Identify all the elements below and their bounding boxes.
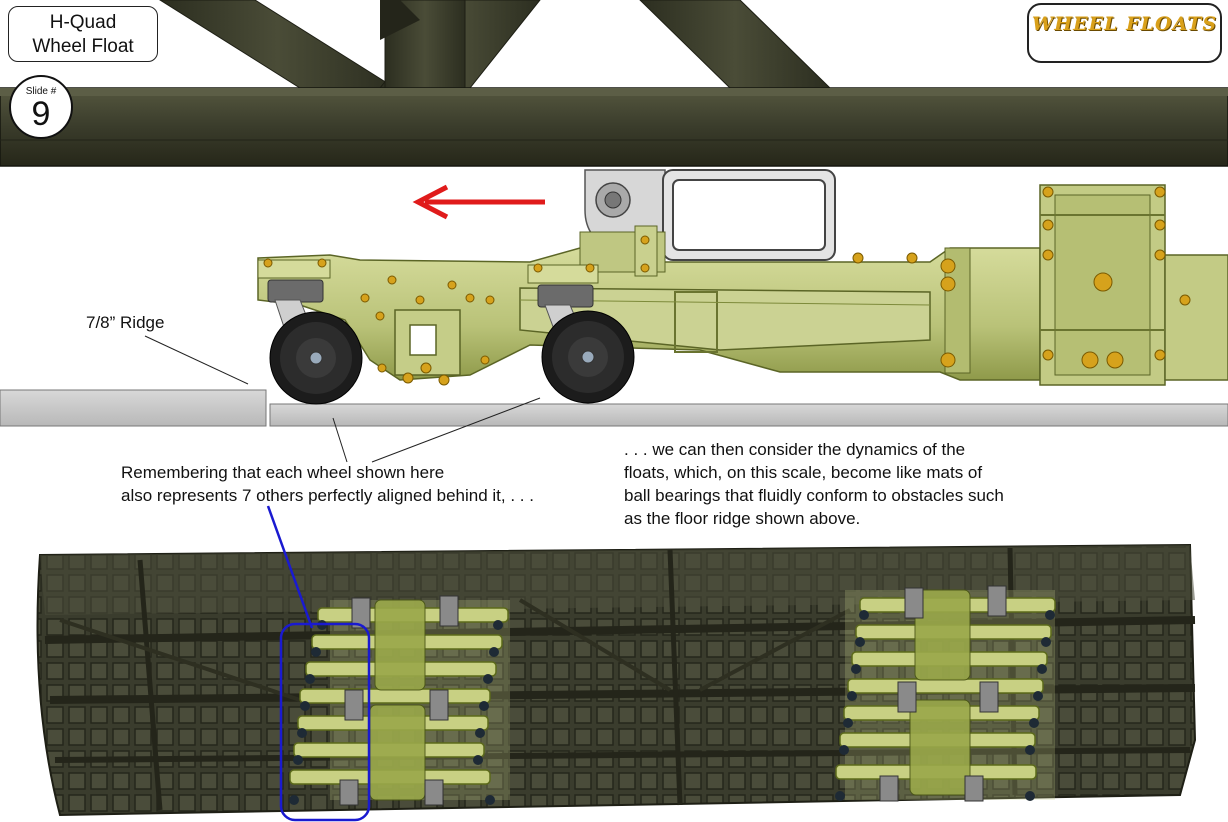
hanger-bracket	[584, 169, 836, 261]
pointer-lines	[144, 335, 541, 463]
slide-title: H-Quad Wheel Float	[8, 6, 158, 62]
caption-left: Remembering that each wheel shown here a…	[121, 461, 534, 507]
caption-right-line3: ball bearings that fluidly conform to ob…	[624, 486, 1004, 505]
upper-frame	[0, 0, 1228, 167]
logo-text: WHEEL FLOATS	[1031, 13, 1218, 35]
slide-number: 9	[31, 95, 51, 133]
slide-number-label: Slide #	[25, 86, 57, 97]
wheel-column-highlight	[266, 505, 371, 822]
ridge-label: 7/8” Ridge	[86, 313, 165, 332]
wheel-floats-logo: WHEEL FLOATS	[1027, 3, 1222, 63]
wheel-icon	[269, 311, 363, 405]
bolt-icon	[263, 186, 1191, 386]
caption-right-line2: floats, which, on this scale, become lik…	[624, 463, 983, 482]
float-cluster-right	[835, 585, 1056, 802]
caption-left-line2: also represents 7 others perfectly align…	[121, 486, 534, 505]
slide-number-badge: Slide # 9	[9, 75, 73, 139]
caption-right-line4: as the floor ridge shown above.	[624, 509, 861, 528]
slide-title-line2: Wheel Float	[32, 36, 134, 57]
slide-title-line1: H-Quad	[49, 12, 117, 33]
wheel-icon	[541, 310, 635, 404]
arrow-left-icon	[412, 184, 545, 220]
caption-right-line1: . . . we can then consider the dynamics …	[624, 440, 966, 459]
float-cluster-left	[289, 595, 510, 806]
caption-left-line1: Remembering that each wheel shown here	[121, 463, 445, 482]
caption-right: . . . we can then consider the dynamics …	[624, 438, 1004, 530]
